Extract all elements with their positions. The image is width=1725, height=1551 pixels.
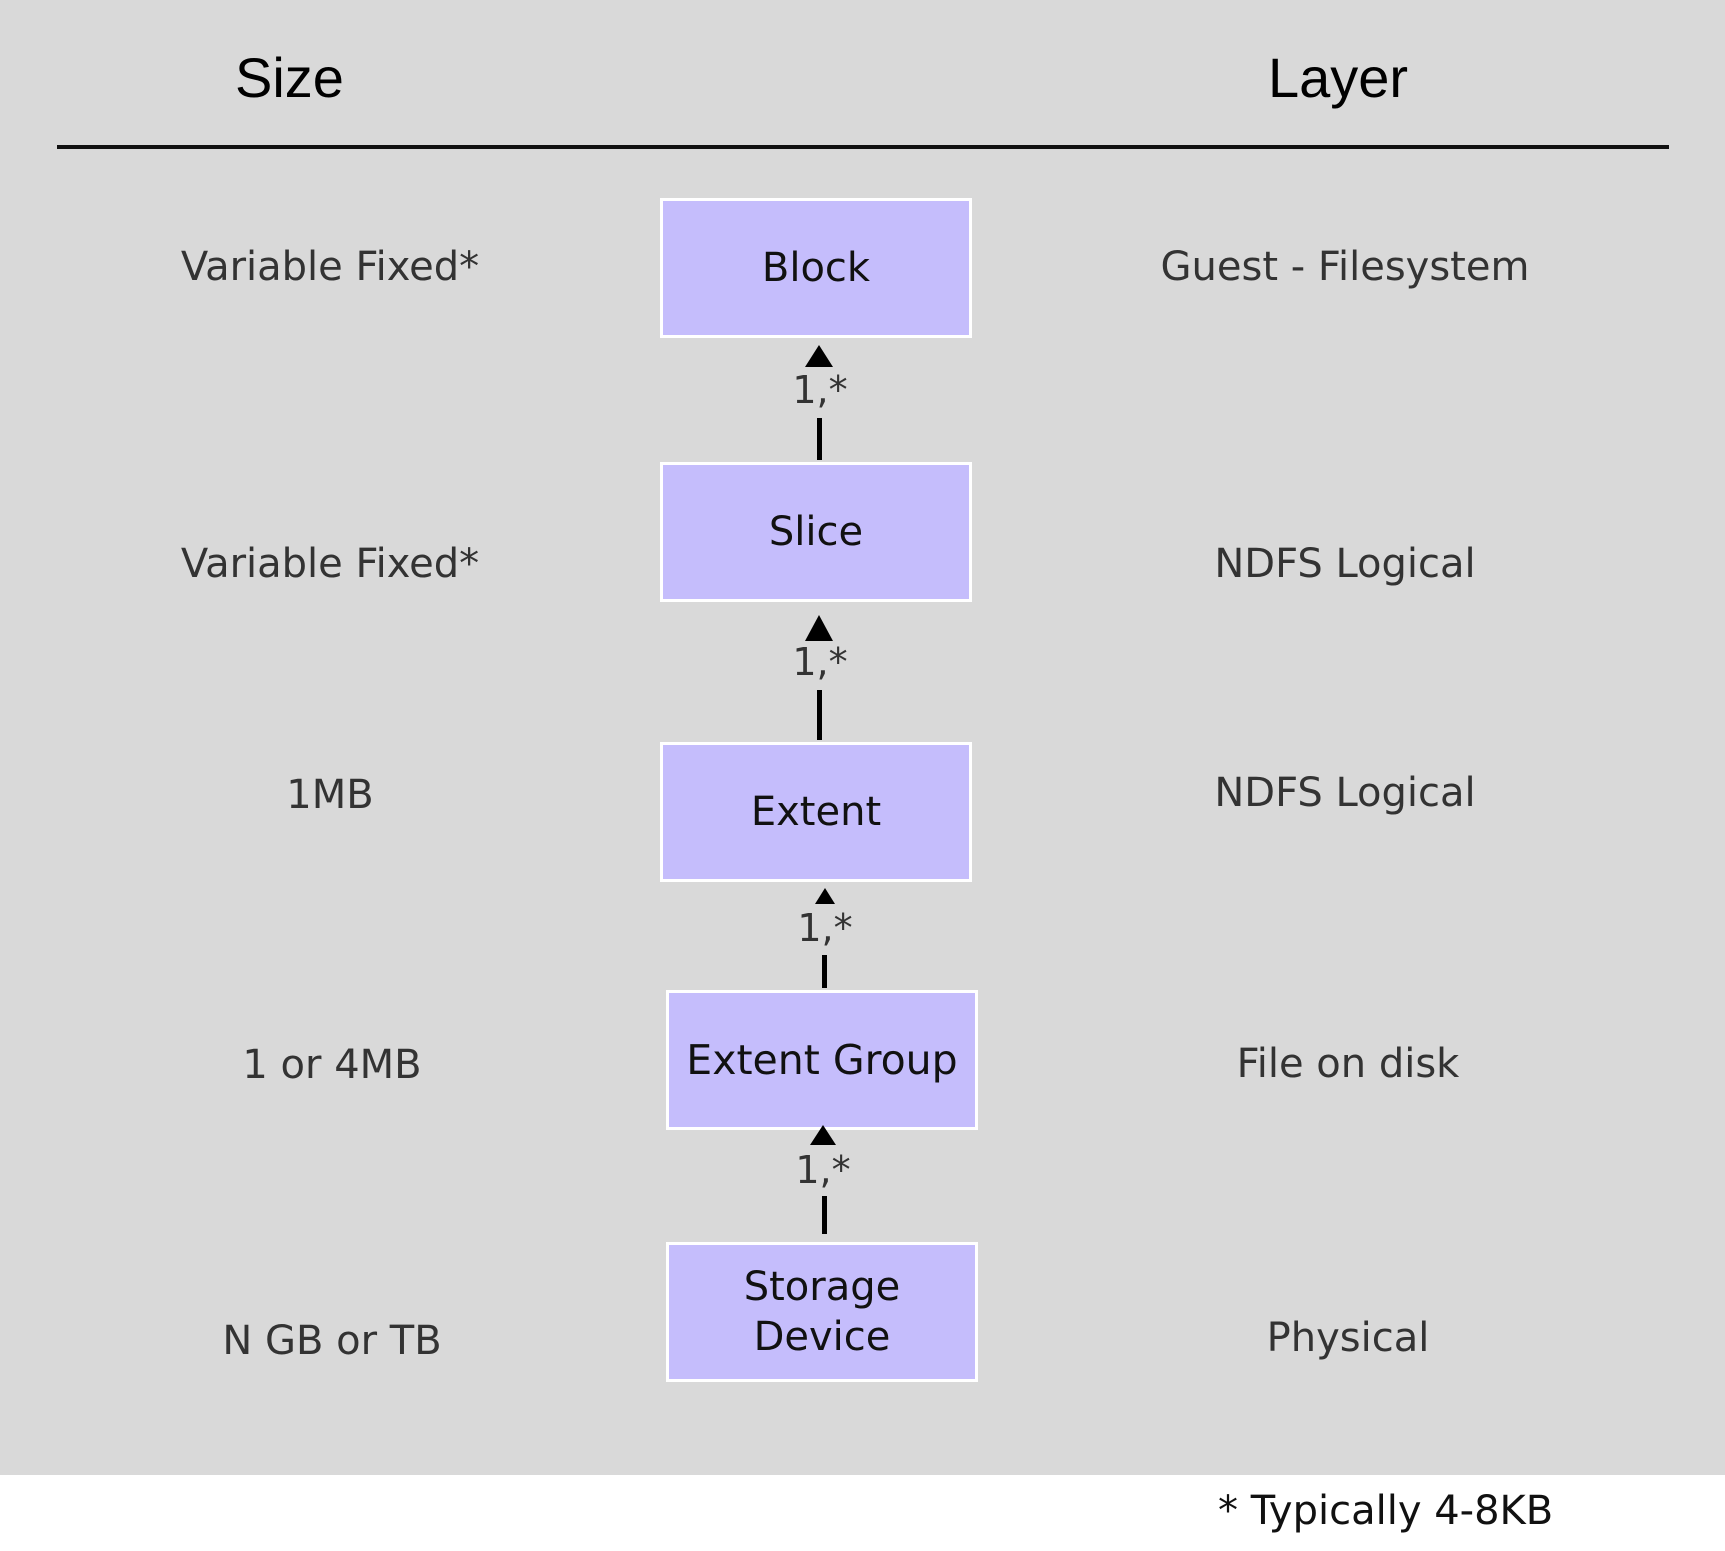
footnote: * Typically 4-8KB [1218, 1488, 1554, 1534]
layer-label-slice: NDFS Logical [1214, 541, 1476, 587]
arrowhead-extent-to-slice [805, 615, 833, 641]
layer-label-extent-group: File on disk [1236, 1041, 1460, 1087]
extent-group-box: Extent Group [666, 990, 978, 1130]
multiplicity-slice-to-block: 1,* [792, 368, 848, 412]
layer-label-block: Guest - Filesystem [1160, 244, 1530, 290]
size-label-storage-device: N GB or TB [222, 1318, 442, 1364]
multiplicity-extent-to-slice: 1,* [792, 640, 848, 684]
slice-box: Slice [660, 462, 972, 602]
size-label-extent: 1MB [286, 772, 374, 818]
layer-column-header: Layer [1268, 46, 1409, 109]
multiplicity-storage-device-to-extent-group: 1,* [795, 1148, 851, 1192]
link-line-slice-to-block [817, 418, 822, 460]
arrowhead-slice-to-block [805, 345, 833, 367]
size-label-extent-group: 1 or 4MB [242, 1042, 422, 1088]
layer-label-extent: NDFS Logical [1214, 770, 1476, 816]
diagram-canvas: Size Layer Variable Fixed* Block Guest -… [0, 0, 1725, 1475]
link-line-storage-device-to-extent-group [822, 1196, 827, 1234]
size-label-slice: Variable Fixed* [180, 541, 480, 587]
multiplicity-extent-group-to-extent: 1,* [797, 906, 853, 950]
header-divider [57, 145, 1669, 149]
link-line-extent-to-slice [817, 690, 822, 740]
storage-device-box: Storage Device [666, 1242, 978, 1382]
arrowhead-extent-group-to-extent [815, 888, 835, 904]
link-line-extent-group-to-extent [822, 955, 827, 988]
extent-box: Extent [660, 742, 972, 882]
size-column-header: Size [235, 46, 344, 109]
size-label-block: Variable Fixed* [180, 244, 480, 290]
block-box: Block [660, 198, 972, 338]
arrowhead-storage-device-to-extent-group [810, 1125, 836, 1145]
layer-label-storage-device: Physical [1266, 1315, 1430, 1361]
